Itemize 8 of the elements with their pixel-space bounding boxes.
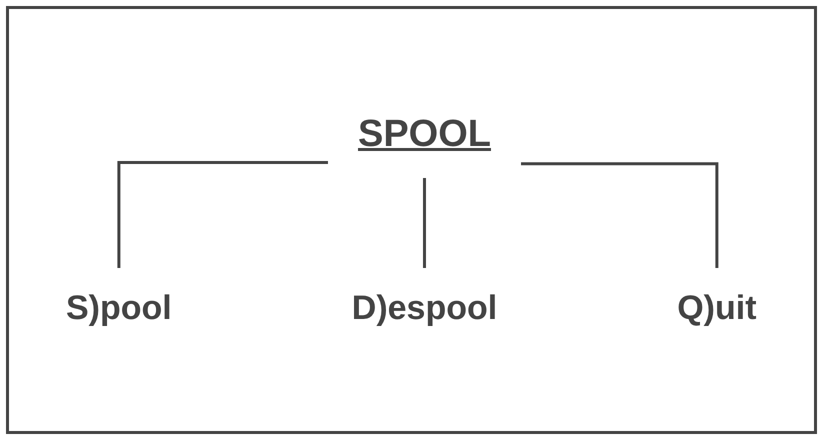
frame-border: SPOOL S)pool D)espool Q)uit [6,6,817,434]
connector [423,176,426,268]
node-text: S)pool [66,289,172,327]
node-text: SPOOL [358,113,492,155]
node-text: Q)uit [677,289,757,327]
connector [118,160,328,268]
node-text: D)espool [352,289,498,327]
connector [521,162,719,268]
